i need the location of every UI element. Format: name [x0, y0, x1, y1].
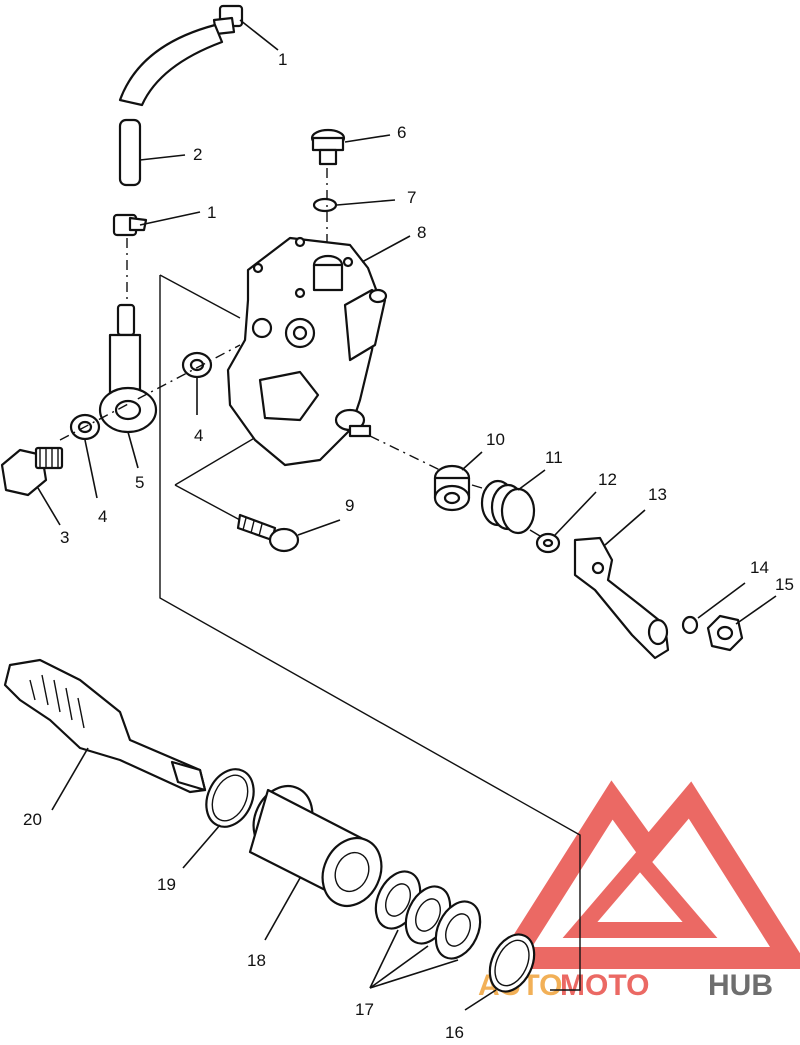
watermark-text-hub: HUB — [708, 969, 773, 1002]
bleed-screw-washer — [312, 197, 338, 213]
bleed-screw — [310, 128, 346, 166]
callout-19: 19 — [157, 875, 176, 894]
control-lever — [573, 536, 670, 660]
callout-14: 14 — [750, 558, 769, 577]
hose-clamp-lower — [112, 213, 148, 237]
banjo-fitting — [98, 303, 158, 434]
callout-12: 12 — [598, 470, 617, 489]
callout-4-right: 4 — [194, 426, 203, 445]
callout-8: 8 — [417, 223, 426, 242]
callout-20: 20 — [23, 810, 42, 829]
callout-16: 16 — [445, 1023, 464, 1042]
pump-drive-shaft — [3, 658, 207, 794]
sealing-washer-right — [181, 351, 213, 379]
callout-10: 10 — [486, 430, 505, 449]
callout-9: 9 — [345, 496, 354, 515]
control-shaft-axis — [369, 435, 441, 471]
control-bushing — [433, 464, 471, 512]
lever-washer — [535, 532, 561, 554]
callout-labels: 1 2 1 6 7 8 4 3 4 5 9 10 11 12 13 14 15 … — [23, 50, 794, 1042]
mounting-bolt — [236, 513, 300, 553]
callout-17: 17 — [355, 1000, 374, 1019]
end-o-ring-inner — [494, 939, 530, 987]
banjo-bolt — [0, 446, 64, 497]
callout-11: 11 — [545, 448, 563, 467]
callout-13: 13 — [648, 485, 667, 504]
shaft-o-ring-inner — [211, 774, 249, 822]
lever-nut — [706, 614, 744, 652]
callout-2: 2 — [193, 145, 202, 164]
callout-1-upper: 1 — [278, 50, 287, 69]
callout-18: 18 — [247, 951, 266, 970]
callout-3: 3 — [60, 528, 69, 547]
leader-lines — [37, 19, 777, 1011]
end-o-ring — [488, 933, 536, 993]
return-spring — [471, 479, 541, 537]
callout-15: 15 — [775, 575, 794, 594]
callout-6: 6 — [397, 123, 406, 142]
callout-7: 7 — [407, 188, 416, 207]
assembly-boundary-line — [159, 275, 581, 991]
oil-hose-curved — [118, 23, 224, 107]
oil-pump-body — [226, 236, 388, 467]
bolt-axis-line — [174, 484, 241, 521]
oil-hose-straight — [118, 118, 142, 187]
shaft-o-ring — [205, 768, 255, 828]
thrust-washers — [374, 870, 482, 960]
assembly-boundary-upper — [159, 274, 241, 319]
callout-5: 5 — [135, 473, 144, 492]
lock-washer — [681, 615, 699, 635]
banjo-axis-line — [59, 344, 241, 441]
drive-housing — [248, 785, 383, 907]
hose-clamp-upper — [212, 4, 244, 36]
callout-4-left: 4 — [98, 507, 107, 526]
watermark-text-moto: MOTO — [560, 969, 649, 1002]
callout-1-lower: 1 — [207, 203, 216, 222]
